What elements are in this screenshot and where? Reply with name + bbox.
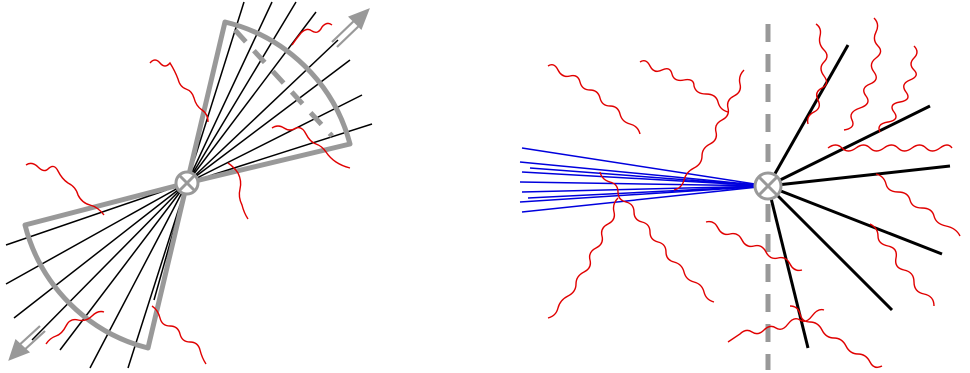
red-wave <box>548 65 640 134</box>
jet-line <box>768 166 950 186</box>
left-diagram <box>6 2 372 368</box>
blue-line <box>528 186 768 198</box>
blue-line <box>522 148 768 186</box>
right-diagram <box>520 18 960 370</box>
red-wave <box>152 306 206 364</box>
jet-line <box>768 186 942 254</box>
jet-line <box>768 186 892 310</box>
red-wave <box>870 224 934 306</box>
blue-lines <box>520 148 768 212</box>
circle-cross-icon <box>176 172 198 194</box>
red-wave <box>548 198 618 318</box>
red-wave <box>640 61 728 112</box>
red-wave <box>292 23 332 45</box>
red-wave <box>150 60 208 122</box>
upper-jet-line <box>187 2 272 183</box>
double-arrow-icon <box>10 326 45 359</box>
red-wave <box>844 18 881 130</box>
right-soft-radiation <box>548 18 960 367</box>
red-wave <box>879 46 917 132</box>
red-wave <box>728 310 824 342</box>
red-wave <box>674 70 744 190</box>
red-wave <box>876 174 960 236</box>
right-jet-lines <box>768 45 950 348</box>
lower-jet-lines <box>6 183 187 368</box>
circle-cross-icon <box>755 173 781 199</box>
lower-jet-line <box>32 183 187 340</box>
